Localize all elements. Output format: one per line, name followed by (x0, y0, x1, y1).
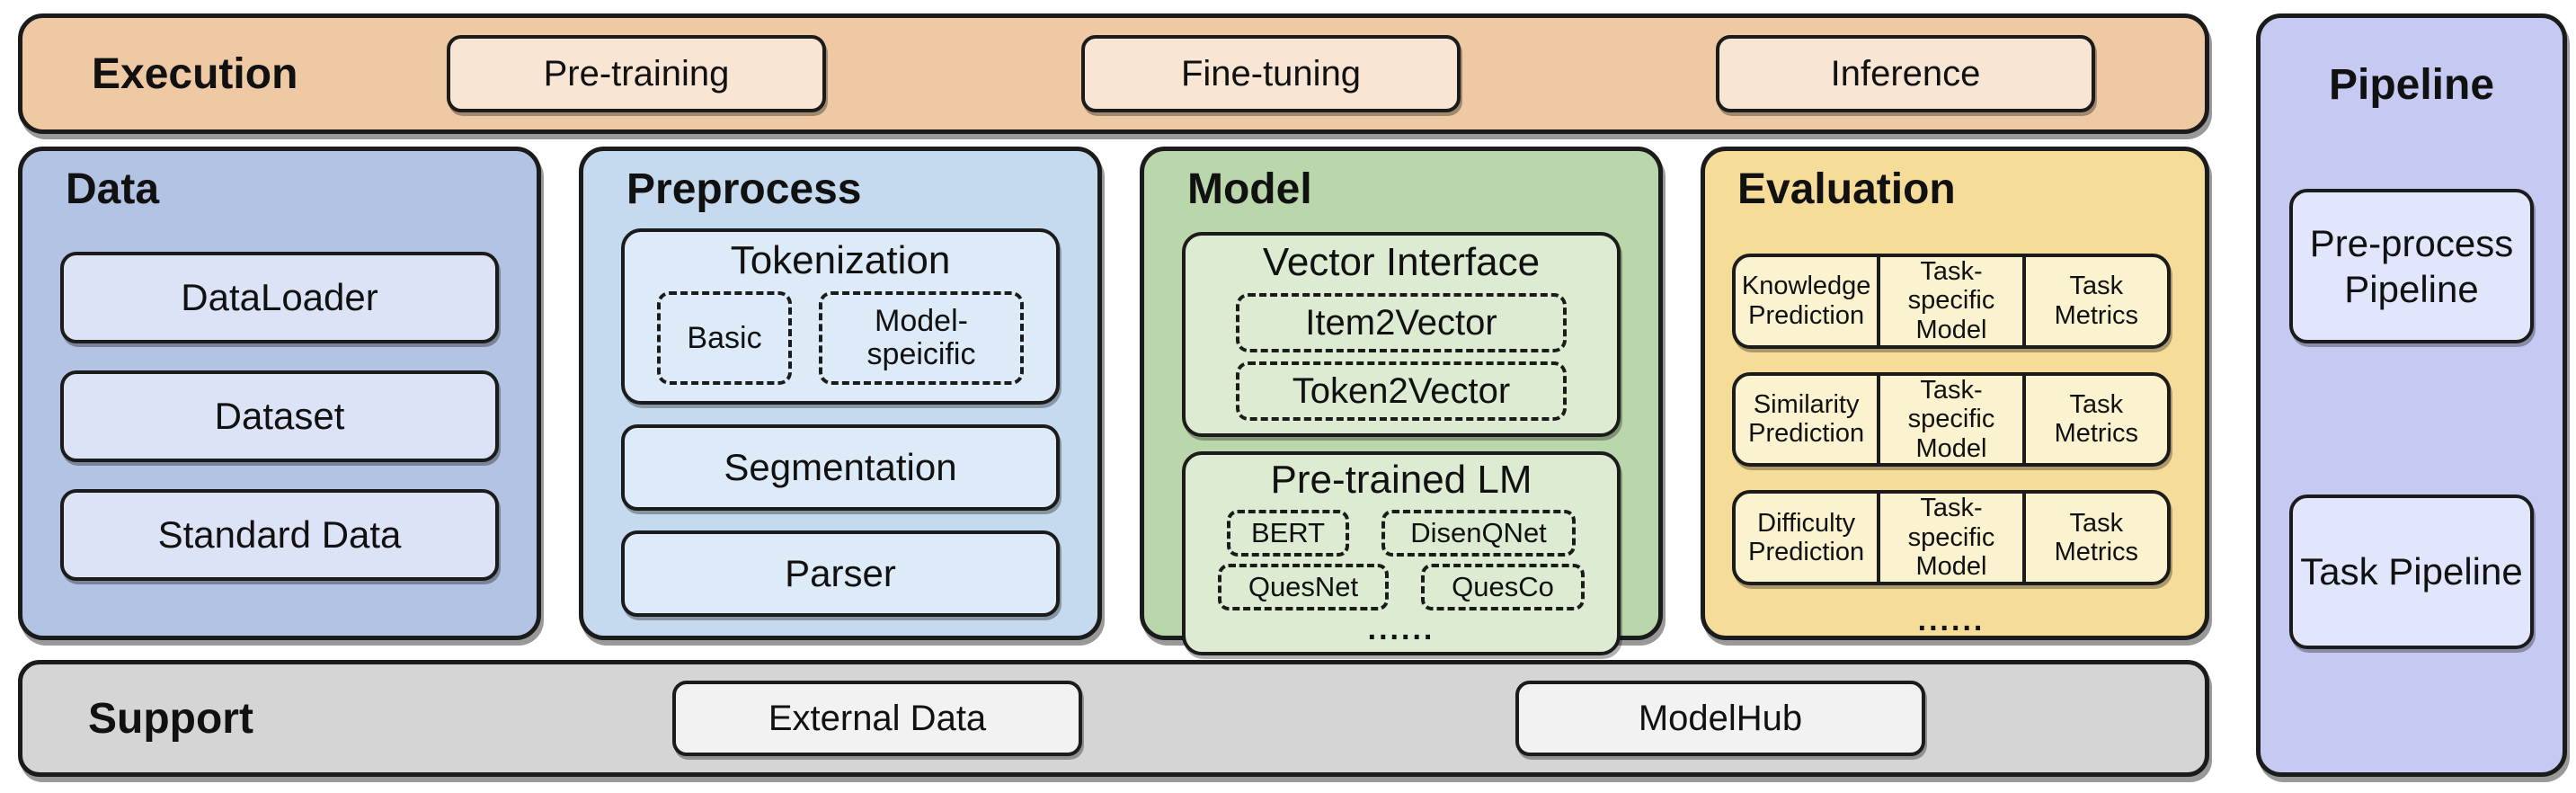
pre-training-box: Pre-training (447, 35, 826, 112)
eval-model-cell: Task-specific Model (1877, 375, 2026, 464)
quesnet-box: QuesNet (1218, 563, 1389, 610)
external-data-box: External Data (672, 681, 1082, 756)
preprocess-pipeline-box: Pre-process Pipeline (2289, 188, 2534, 343)
preprocess-title: Preprocess (626, 165, 862, 213)
knowledge-prediction-row: Knowledge Prediction Task-specific Model… (1732, 253, 2171, 349)
task-pipeline-box: Task Pipeline (2289, 494, 2534, 649)
support-bar: Support External Data ModelHub (18, 660, 2209, 777)
bert-box: BERT (1227, 509, 1349, 557)
similarity-prediction-row: Similarity Prediction Task-specific Mode… (1732, 371, 2171, 468)
eval-metrics-cell: Task Metrics (2054, 508, 2139, 567)
pretrained-lm-ellipsis: ...... (1367, 611, 1435, 646)
eval-model-cell: Task-specific Model (1877, 494, 2026, 582)
main-column: Execution Pre-training Fine-tuning Infer… (18, 13, 2209, 777)
dataloader-box: DataLoader (60, 251, 499, 343)
eval-metrics-cell: Task Metrics (2054, 272, 2139, 330)
token2vector-box: Token2Vector (1236, 361, 1567, 422)
vector-interface-title: Vector Interface (1262, 239, 1541, 284)
disenqnet-box: DisenQNet (1381, 509, 1576, 557)
preprocess-card: Preprocess Tokenization Basic Model-spei… (579, 147, 1102, 640)
quesco-box: QuesCo (1421, 563, 1585, 610)
segmentation-box: Segmentation (621, 424, 1060, 512)
item2vector-box: Item2Vector (1236, 293, 1567, 353)
pipeline-title: Pipeline (2328, 61, 2495, 109)
pretrained-lm-title: Pre-trained LM (1270, 458, 1532, 503)
model-card: Model Vector Interface Item2Vector Token… (1140, 147, 1663, 655)
data-card: Data DataLoader Dataset Standard Data (18, 147, 541, 640)
execution-title: Execution (92, 49, 298, 98)
tokenization-box: Tokenization Basic Model-speicific (621, 227, 1060, 405)
support-title: Support (88, 694, 253, 743)
standard-data-box: Standard Data (60, 488, 499, 581)
execution-bar: Execution Pre-training Fine-tuning Infer… (18, 13, 2209, 134)
eval-task-cell: Similarity Prediction (1748, 389, 1865, 449)
eval-task-cell: Difficulty Prediction (1748, 508, 1865, 567)
parser-box: Parser (621, 530, 1060, 618)
vector-interface-box: Vector Interface Item2Vector Token2Vecto… (1182, 231, 1621, 438)
eval-task-cell: Knowledge Prediction (1741, 272, 1871, 330)
modelhub-box: ModelHub (1515, 681, 1925, 756)
eval-model-cell: Task-specific Model (1877, 256, 2026, 345)
tokenization-methods-row: Basic Model-speicific (643, 291, 1038, 386)
tokenization-title: Tokenization (730, 237, 951, 282)
inference-box: Inference (1716, 35, 2095, 112)
model-title: Model (1187, 165, 1312, 213)
sections-row: Data DataLoader Dataset Standard Data Pr… (18, 147, 2209, 655)
basic-tokenizer-box: Basic (657, 291, 792, 386)
pretrained-lm-row-1: BERT DisenQNet (1212, 509, 1590, 557)
dataset-box: Dataset (60, 370, 499, 462)
model-specific-tokenizer-box: Model-speicific (819, 291, 1024, 386)
data-title: Data (66, 165, 160, 213)
difficulty-prediction-row: Difficulty Prediction Task-specific Mode… (1732, 490, 2171, 585)
eval-metrics-cell: Task Metrics (2054, 389, 2139, 449)
pipeline-card: Pipeline Pre-process Pipeline Task Pipel… (2256, 13, 2567, 777)
evaluation-card: Evaluation Knowledge Prediction Task-spe… (1701, 147, 2209, 640)
fine-tuning-box: Fine-tuning (1081, 35, 1461, 112)
evaluation-ellipsis: ...... (1917, 603, 1985, 637)
evaluation-title: Evaluation (1737, 165, 1956, 213)
pretrained-lm-box: Pre-trained LM BERT DisenQNet QuesNet Qu… (1182, 451, 1621, 655)
pretrained-lm-row-2: QuesNet QuesCo (1212, 563, 1590, 610)
